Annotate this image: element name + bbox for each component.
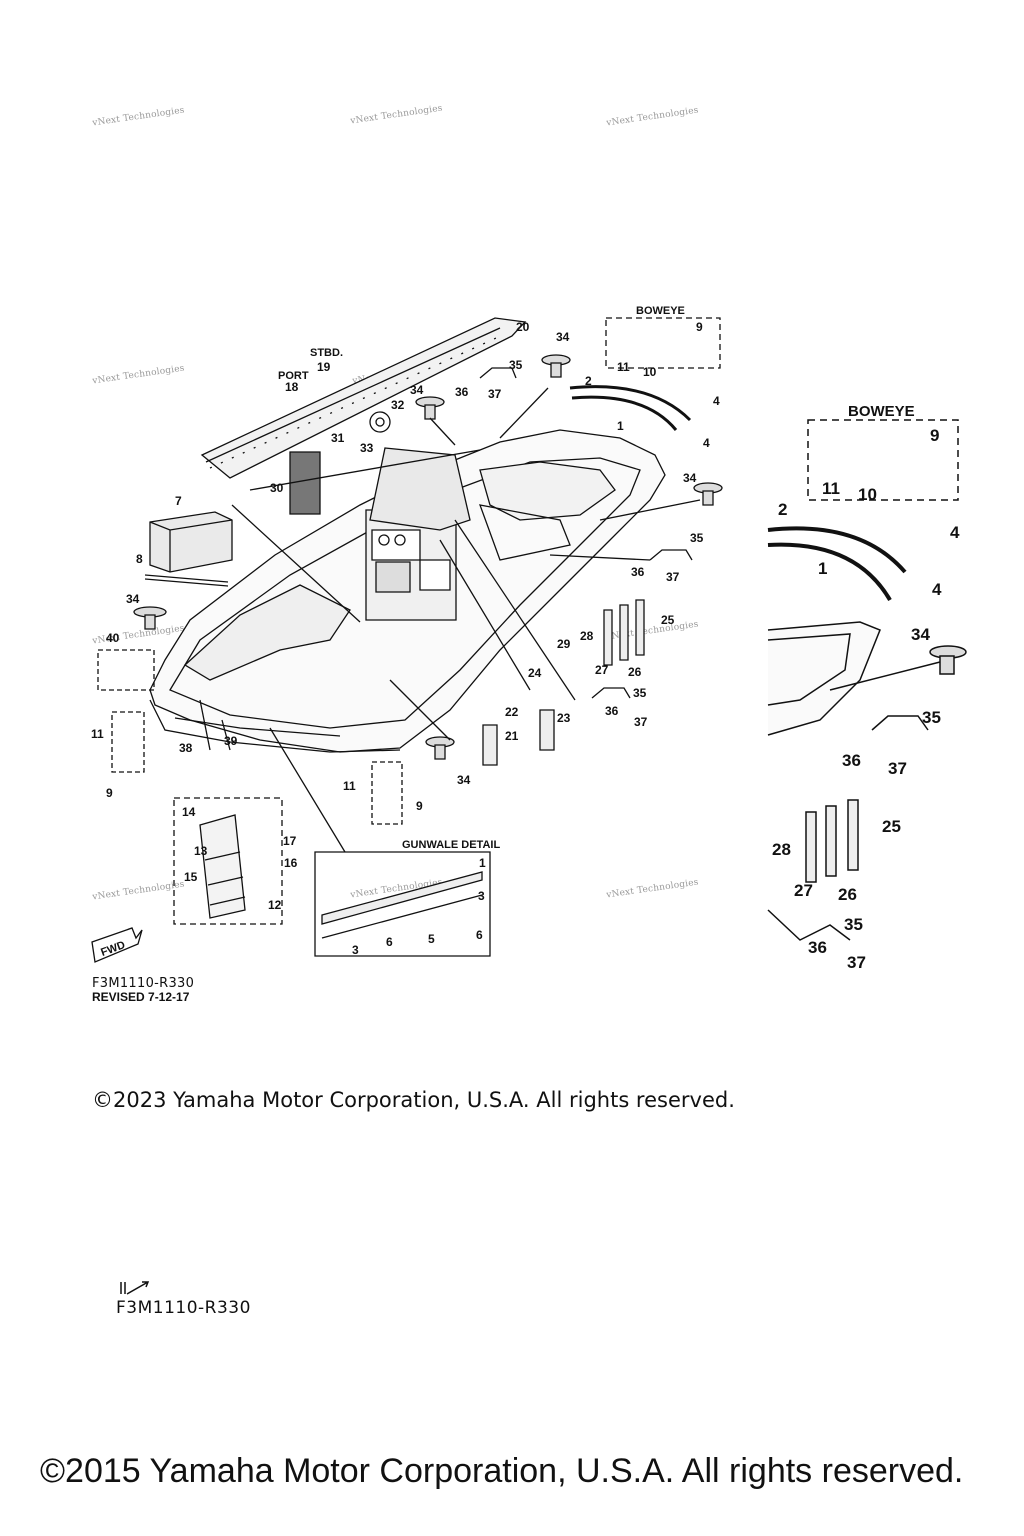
parts-diagram: 1 1 2 3 3 4 4 5 6 6 7 8 9 9 9 10 11 11 1…: [91, 305, 1024, 972]
callout-37: 37: [488, 387, 502, 401]
callout-37: 37: [666, 570, 680, 584]
callout-34: 34: [683, 471, 697, 485]
callout-34: 34: [457, 773, 471, 787]
callout-4: 4: [713, 394, 720, 408]
callout-4: 4: [932, 580, 942, 599]
callout-34: 34: [556, 330, 570, 344]
label-stbd: STBD.: [310, 347, 343, 359]
callout-27: 27: [794, 881, 813, 900]
cooler: [150, 512, 232, 572]
callout-1: 1: [617, 419, 624, 433]
callout-4: 4: [950, 523, 960, 542]
callout-36: 36: [605, 704, 619, 718]
callout-28: 28: [772, 840, 791, 859]
callout-37: 37: [847, 953, 866, 972]
callout-10: 10: [858, 485, 877, 504]
label-gunwale-detail: GUNWALE DETAIL: [402, 839, 500, 851]
copyright-2015: ©2015 Yamaha Motor Corporation, U.S.A. A…: [40, 1452, 964, 1490]
callout-22: 22: [505, 705, 519, 719]
label-boweye-inset: BOWEYE: [848, 403, 915, 420]
callout-36: 36: [631, 565, 645, 579]
callout-13: 13: [194, 844, 208, 858]
callout-36: 36: [842, 751, 861, 770]
callout-35: 35: [844, 915, 863, 934]
callout-11: 11: [343, 779, 356, 793]
callout-9: 9: [696, 320, 703, 334]
callout-11: 11: [617, 360, 630, 374]
callout-1: 1: [479, 856, 486, 870]
callout-3: 3: [352, 943, 359, 957]
callout-27: 27: [595, 663, 609, 677]
callout-24: 24: [528, 666, 542, 680]
callout-38: 38: [179, 741, 193, 755]
label-boweye: BOWEYE: [636, 305, 685, 317]
callout-34: 34: [911, 625, 930, 644]
cleat: [134, 355, 722, 759]
callout-30: 30: [270, 481, 284, 495]
callout-25: 25: [661, 613, 675, 627]
callout-5: 5: [428, 932, 435, 946]
callout-9: 9: [416, 799, 423, 813]
rod-holders: [604, 600, 644, 665]
callout-28: 28: [580, 629, 594, 643]
decal-panel: [290, 452, 320, 514]
callout-10: 10: [643, 365, 657, 379]
footer-code: F3M1110-R330: [116, 1298, 251, 1318]
callout-20: 20: [516, 320, 530, 334]
callout-3: 3: [478, 889, 485, 903]
callout-11: 11: [822, 479, 840, 498]
callout-37: 37: [634, 715, 648, 729]
callout-23: 23: [557, 711, 571, 725]
callout-4: 4: [703, 436, 710, 450]
callout-26: 26: [838, 885, 857, 904]
callout-32: 32: [391, 398, 405, 412]
callout-2: 2: [585, 374, 592, 388]
copyright-2023: ©2023 Yamaha Motor Corporation, U.S.A. A…: [92, 1088, 735, 1112]
callout-9: 9: [930, 426, 939, 445]
callout-35: 35: [509, 358, 523, 372]
callout-33: 33: [360, 441, 374, 455]
callout-9: 9: [106, 786, 113, 800]
callout-37: 37: [888, 759, 907, 778]
callout-40: 40: [106, 631, 120, 645]
callout-19: 19: [317, 360, 331, 374]
fwd-fragment-icon: [118, 1278, 158, 1298]
callout-14: 14: [182, 805, 196, 819]
callout-16: 16: [284, 856, 298, 870]
callout-21: 21: [505, 729, 519, 743]
callout-39: 39: [224, 734, 238, 748]
ladder-box: [174, 798, 282, 924]
callout-34: 34: [410, 383, 424, 397]
callout-25: 25: [882, 817, 901, 836]
callout-35: 35: [922, 708, 941, 727]
callout-29: 29: [557, 637, 571, 651]
gunwale-detail-box: [315, 852, 490, 956]
callout-35: 35: [633, 686, 647, 700]
diagram-code: F3M1110-R330: [92, 976, 195, 991]
callout-6: 6: [386, 935, 393, 949]
callout-18: 18: [285, 380, 299, 394]
callout-34: 34: [126, 592, 140, 606]
callout-12: 12: [268, 898, 282, 912]
callout-36: 36: [808, 938, 827, 957]
callout-35: 35: [690, 531, 704, 545]
callout-36: 36: [455, 385, 469, 399]
label-port: PORT: [278, 370, 309, 382]
callout-6: 6: [476, 928, 483, 942]
callout-17: 17: [283, 834, 297, 848]
fwd-arrow-icon: [92, 928, 142, 962]
callout-31: 31: [331, 431, 345, 445]
callout-8: 8: [136, 552, 143, 566]
callout-15: 15: [184, 870, 198, 884]
callout-1: 1: [818, 559, 827, 578]
diagram-revised: REVISED 7-12-17: [92, 990, 190, 1004]
callout-11: 11: [91, 727, 104, 741]
callout-26: 26: [628, 665, 642, 679]
callout-2: 2: [778, 500, 787, 519]
callout-7: 7: [175, 494, 182, 508]
